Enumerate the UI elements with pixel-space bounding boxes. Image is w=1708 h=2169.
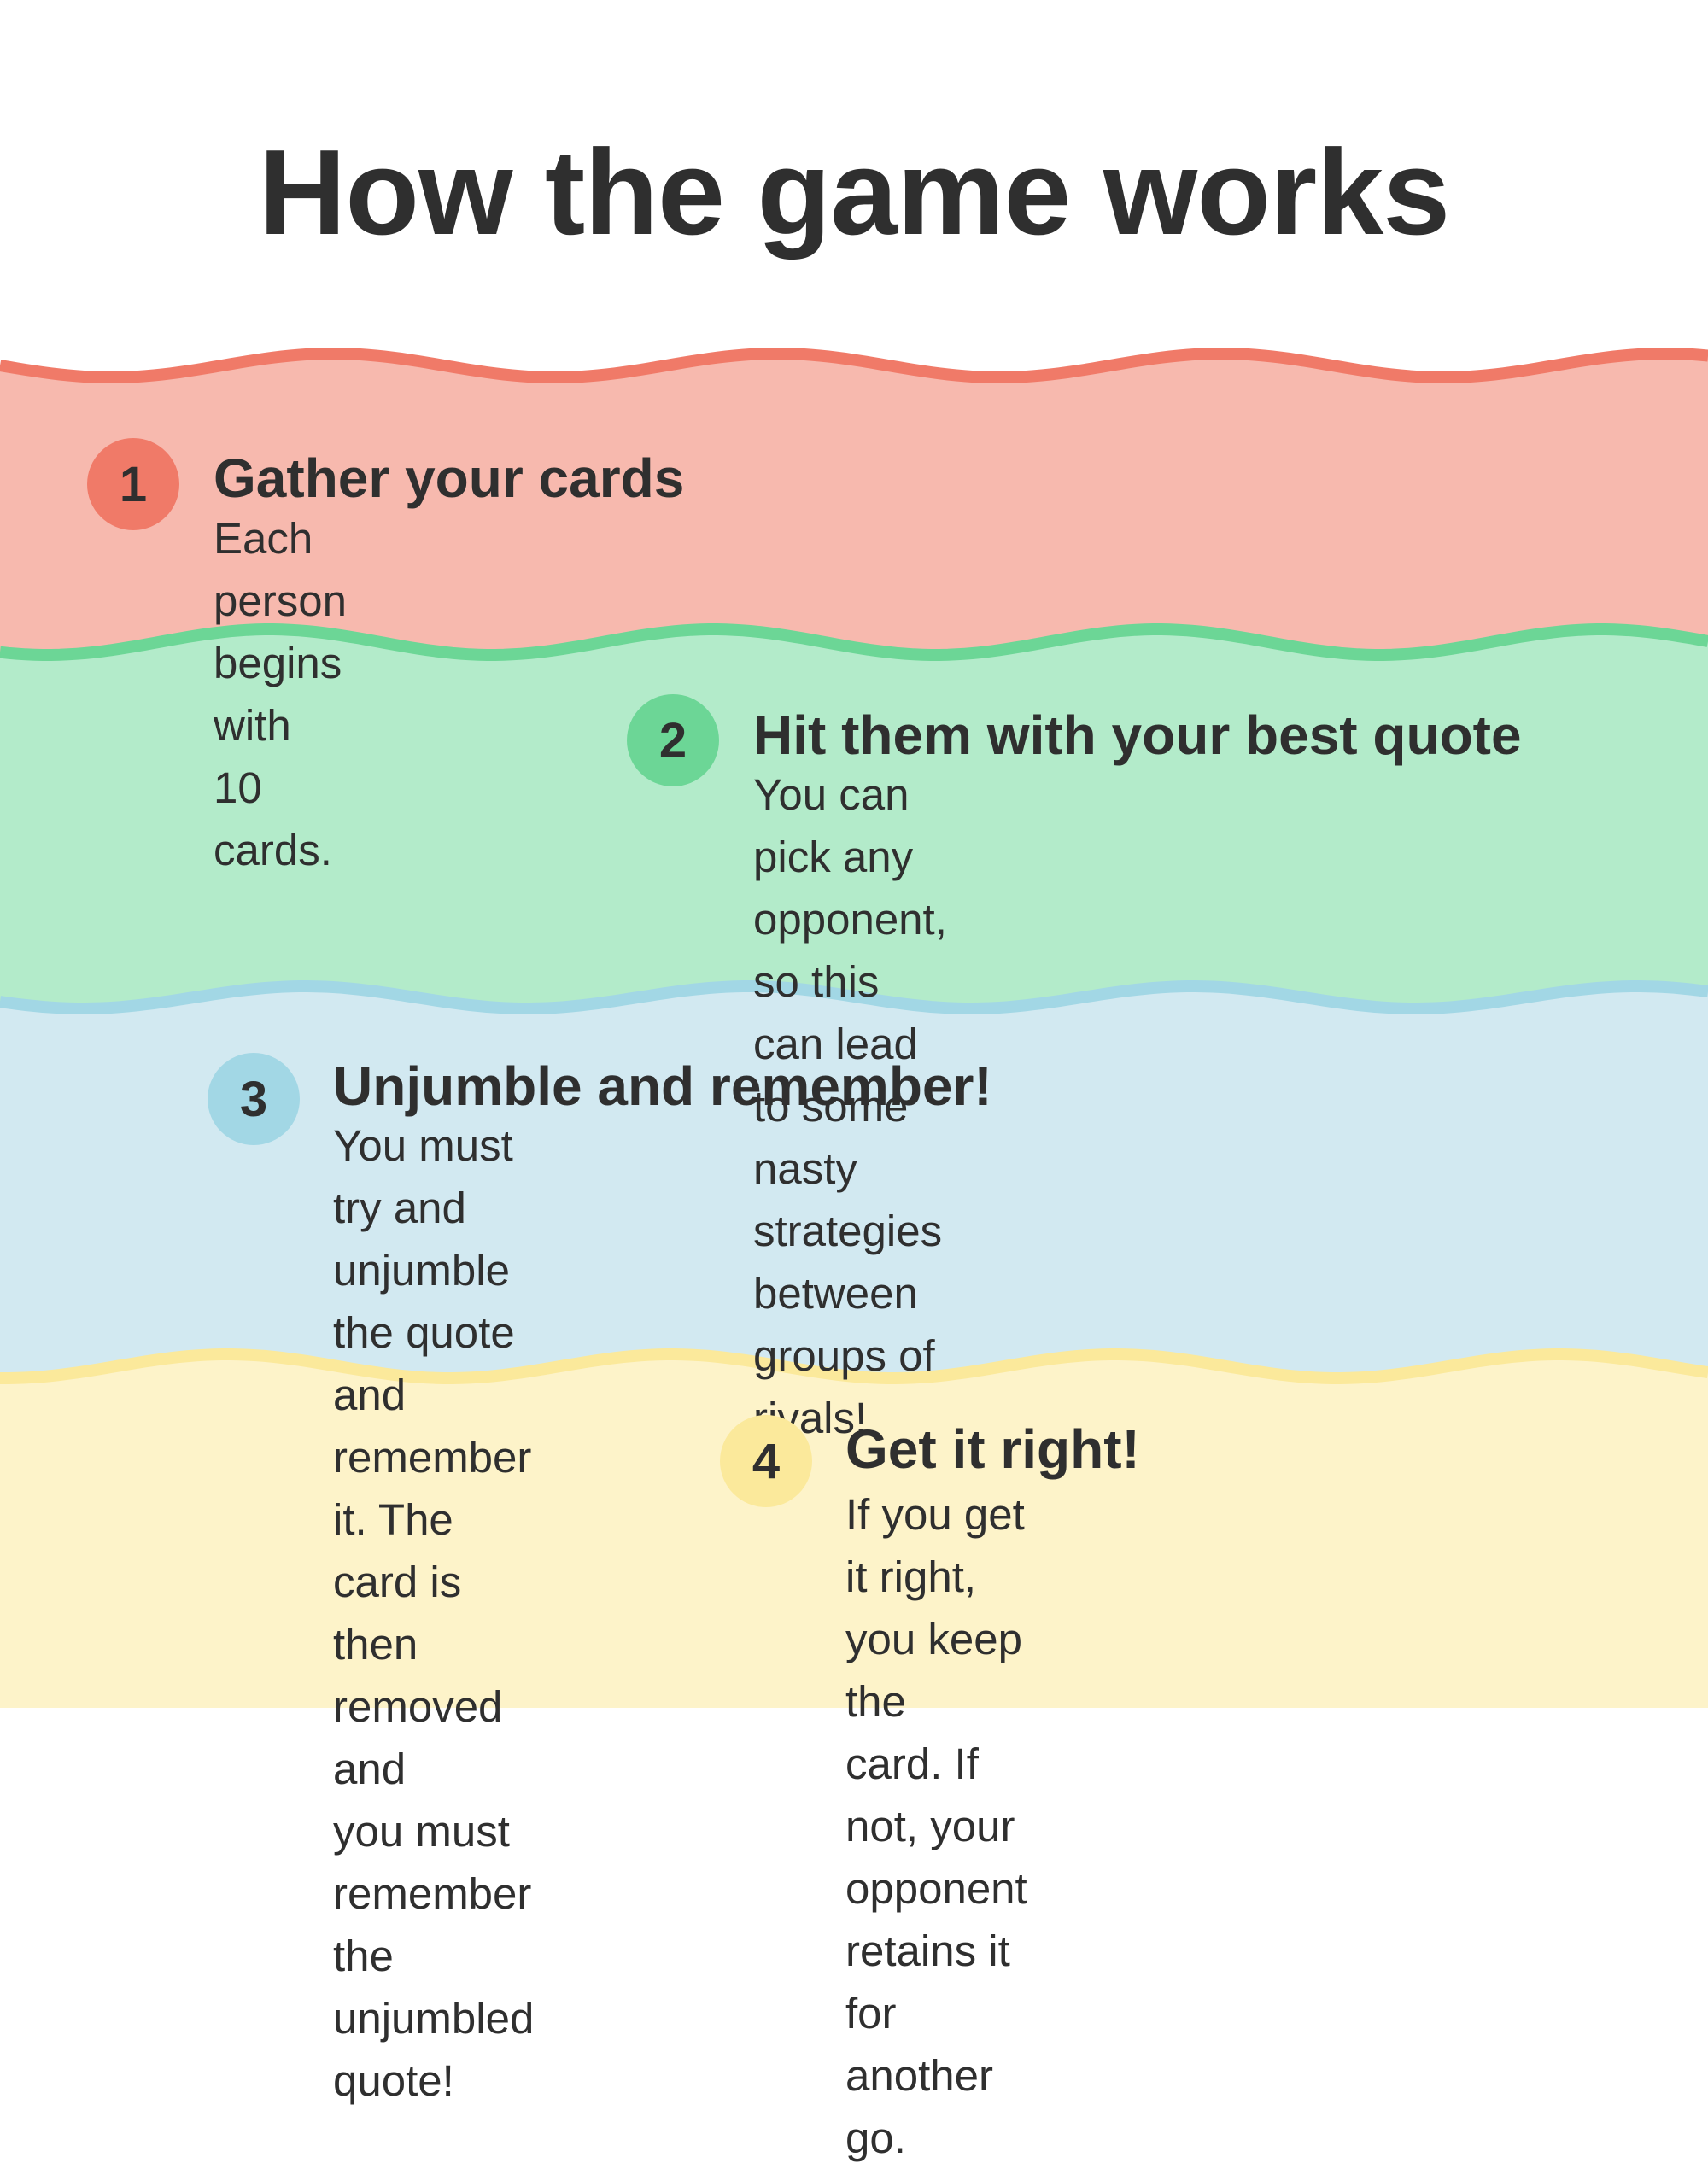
step-title-2: Hit them with your best quote xyxy=(753,704,1522,766)
step-number-badge-4: 4 xyxy=(720,1415,812,1507)
step-description-1: Each person begins with 10 cards. xyxy=(214,507,347,881)
band-step-4 xyxy=(0,1354,1708,1708)
wavy-background-bands xyxy=(0,347,1708,1708)
step-description-2: You can pick any opponent, so this can l… xyxy=(753,763,947,1449)
step-3-line-1: You must try and unjumble the quote and xyxy=(333,1121,515,1419)
step-3-line-3: you must remember the unjumbled quote! xyxy=(333,1807,535,2105)
wavy-edge-2 xyxy=(0,623,1708,661)
band-step-2 xyxy=(0,629,1708,1008)
step-1-line-1: Each person begins with 10 cards. xyxy=(214,514,347,874)
wavy-edge-4 xyxy=(0,1348,1708,1384)
band-step-1 xyxy=(0,354,1708,655)
wavy-edge-1 xyxy=(0,347,1708,384)
step-description-3: You must try and unjumble the quote and … xyxy=(333,1114,534,2112)
step-title-3: Unjumble and remember! xyxy=(333,1055,992,1117)
step-number-badge-3: 3 xyxy=(208,1053,300,1145)
page-title: How the game works xyxy=(258,125,1450,260)
step-2-line-1: You can pick any opponent, so this xyxy=(753,770,947,1006)
band-step-3 xyxy=(0,986,1708,1378)
step-title-1: Gather your cards xyxy=(214,447,685,509)
step-number-badge-1: 1 xyxy=(87,438,179,530)
step-4-line-2: card. If not, your opponent xyxy=(845,1739,1027,1913)
step-description-4: If you get it right, you keep the card. … xyxy=(845,1483,1027,2169)
step-3-line-2: remember it. The card is then removed an… xyxy=(333,1433,532,1793)
step-title-4: Get it right! xyxy=(845,1418,1140,1480)
step-4-line-1: If you get it right, you keep the xyxy=(845,1490,1025,1726)
step-number-badge-2: 2 xyxy=(627,694,719,786)
step-2-line-3: between groups of rivals! xyxy=(753,1269,935,1442)
step-4-line-3: retains it for another go. xyxy=(845,1926,1010,2162)
step-2-line-2: can lead to some nasty strategies xyxy=(753,1020,943,1255)
wavy-edge-3 xyxy=(0,980,1708,1014)
